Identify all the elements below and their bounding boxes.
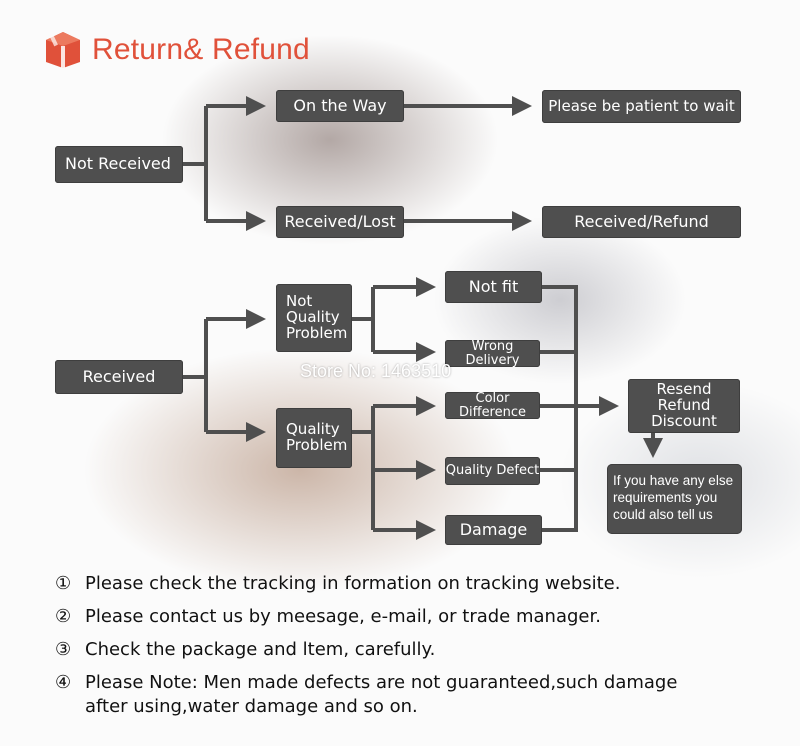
received-refund-node: Received/Refund — [542, 206, 741, 238]
flowchart-connectors — [183, 96, 663, 540]
note-text: Please Note: Men made defects are not gu… — [85, 672, 678, 717]
received-lost-node: Received/Lost — [276, 206, 404, 238]
quality-defect-node: Quality Defect — [445, 457, 540, 485]
resend-refund-discount-node: Resend Refund Discount — [628, 379, 740, 433]
note-box — [607, 464, 742, 534]
package-box-icon — [46, 32, 80, 68]
note-number: ③ — [55, 639, 72, 660]
note-number: ② — [55, 606, 72, 627]
note-item: ① Please check the tracking in formation… — [55, 572, 785, 596]
note-text: If you have any else requirements you co… — [613, 473, 734, 522]
be-patient-node: Please be patient to wait — [542, 90, 741, 123]
not-received-node: Not Received — [55, 146, 183, 183]
store-watermark: Store No: 1463510 — [300, 361, 452, 381]
note-text: Check the package and ltem, carefully. — [85, 639, 436, 660]
damage-node: Damage — [445, 515, 542, 545]
page-header: Return& Refund — [46, 30, 310, 70]
page-title: Return& Refund — [92, 33, 310, 66]
note-number: ④ — [55, 672, 72, 693]
color-difference-node: Color Difference — [445, 391, 540, 419]
not-fit-node: Not fit — [445, 271, 542, 303]
note-number: ① — [55, 573, 72, 594]
received-node: Received — [55, 360, 183, 394]
on-the-way-node: On the Way — [276, 90, 404, 122]
note-item: ③ Check the package and ltem, carefully. — [55, 638, 785, 662]
note-item: ② Please contact us by meesage, e-mail, … — [55, 605, 785, 629]
not-quality-problem-node: Not Quality Problem — [276, 284, 352, 352]
wrong-delivery-node: Wrong Delivery — [445, 339, 540, 367]
quality-problem-node: Quality Problem — [276, 408, 352, 468]
note-text: Please contact us by meesage, e-mail, or… — [85, 606, 601, 627]
note-text: Please check the tracking in formation o… — [85, 573, 621, 594]
extra-requirements-note: If you have any else requirements you co… — [607, 464, 742, 534]
note-item: ④ Please Note: Men made defects are not … — [55, 671, 785, 719]
notes-list: ① Please check the tracking in formation… — [55, 572, 785, 728]
